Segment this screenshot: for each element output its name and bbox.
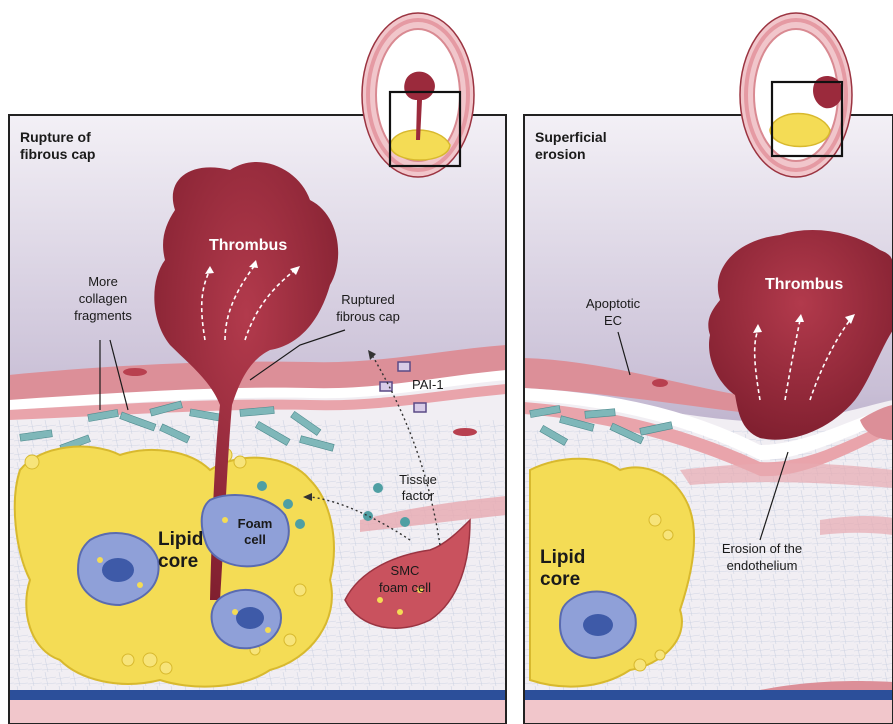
collagen-label-1: More (88, 274, 118, 289)
right-lipid-label-2: core (540, 569, 580, 590)
foam-cell-label-1: Foam (238, 516, 273, 531)
left-panel (9, 115, 506, 724)
right-title-line2: erosion (535, 146, 586, 162)
right-lipid-label-1: Lipid (540, 547, 585, 568)
left-title-line2: fibrous cap (20, 146, 95, 162)
apoptotic-label-1: Apoptotic (586, 296, 641, 311)
foam-cell-label-2: cell (244, 532, 266, 547)
left-thrombus-label: Thrombus (209, 237, 287, 254)
inset-left (362, 13, 474, 177)
collagen-label-3: fragments (74, 308, 132, 323)
inset-right (740, 13, 852, 177)
right-thrombus-label: Thrombus (765, 276, 843, 293)
tissue-factor-label-1: Tissue (399, 472, 437, 487)
left-lipid-label-1: Lipid (158, 529, 203, 550)
ruptured-label-1: Ruptured (341, 292, 394, 307)
apoptotic-label-2: EC (604, 313, 622, 328)
right-title-line1: Superficial (535, 129, 607, 145)
svg-text:Rupture of: Rupture of (20, 129, 91, 145)
ruptured-label-2: fibrous cap (336, 309, 400, 324)
erosion-label-1: Erosion of the (722, 541, 802, 556)
tissue-factor-label-2: factor (402, 488, 435, 503)
smc-label-2: foam cell (379, 580, 431, 595)
collagen-label-2: collagen (79, 291, 127, 306)
svg-text:fibrous cap: fibrous cap (20, 146, 95, 162)
erosion-label-2: endothelium (727, 558, 798, 573)
pai-label: PAI-1 (412, 377, 444, 392)
right-panel (524, 115, 893, 724)
left-lipid-label-2: core (158, 551, 198, 572)
smc-label-1: SMC (391, 563, 420, 578)
left-title-line1: Rupture of (20, 129, 91, 145)
